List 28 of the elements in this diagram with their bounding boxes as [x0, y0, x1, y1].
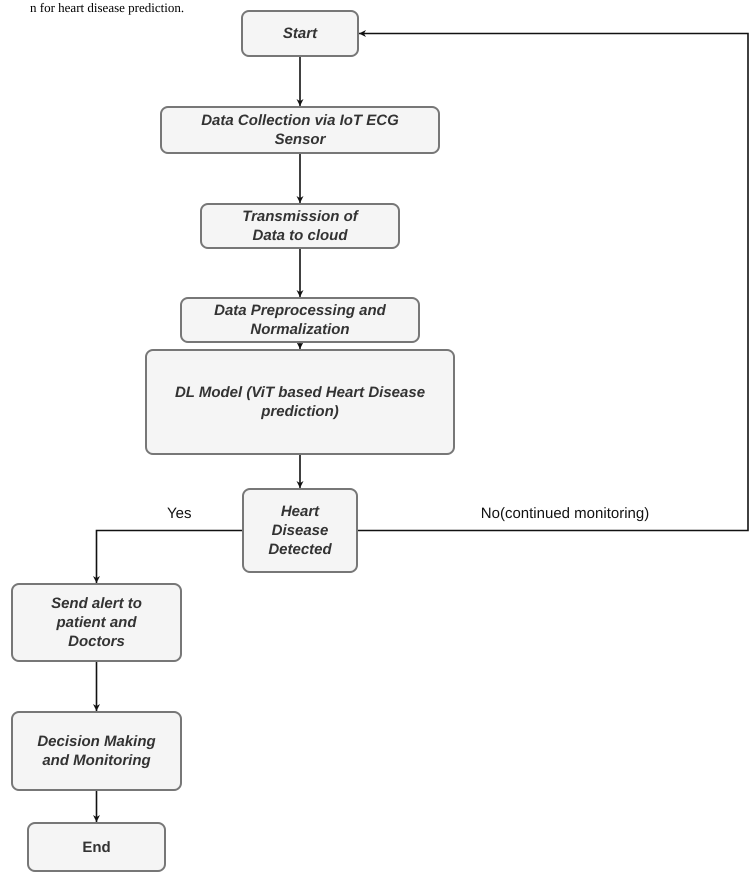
process-box: [180, 297, 420, 343]
process-box: [242, 488, 358, 573]
arrow: [296, 342, 304, 349]
arrow: [296, 249, 304, 297]
arrow: [358, 30, 749, 532]
process-box: [200, 203, 400, 249]
box-text: Decision Making and Monitoring: [36, 732, 157, 770]
arrow: [296, 154, 304, 203]
process-box: [11, 583, 182, 662]
arrow: [296, 57, 304, 106]
process-box: [241, 10, 359, 57]
caption-text: n for heart disease prediction.: [30, 0, 184, 15]
box-text: Data Preprocessing and Normalization: [213, 301, 387, 339]
box-text: Heart Disease Detected: [267, 502, 333, 559]
arrow: [93, 530, 242, 583]
box-text: Transmission of Data to cloud: [241, 207, 360, 245]
process-box: [145, 349, 455, 455]
process-box: [160, 106, 440, 154]
box-text: Start: [282, 24, 318, 43]
arrow: [296, 455, 304, 488]
box-text: End: [82, 838, 111, 856]
arrow: [93, 662, 100, 711]
arrow: [93, 791, 100, 822]
process-box: [11, 711, 182, 791]
box-text: Data Collection via IoT ECG Sensor: [200, 111, 400, 149]
box-text: Send alert to patient and Doctors: [50, 594, 143, 651]
process-box: [27, 822, 166, 872]
box-text: DL Model (ViT based Heart Disease prediction): [174, 383, 426, 421]
